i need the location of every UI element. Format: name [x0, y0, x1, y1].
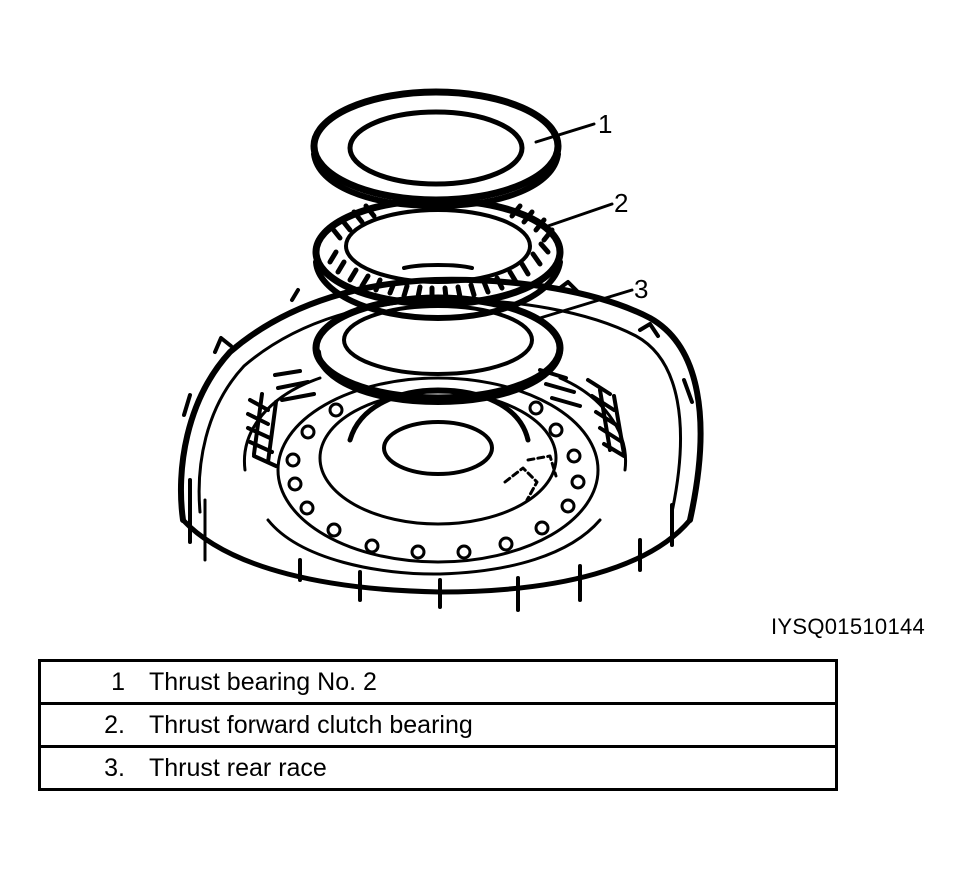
callout-1: 1	[598, 109, 612, 139]
clutch-drum	[178, 276, 704, 612]
legend-row: 2. Thrust forward clutch bearing	[38, 702, 838, 748]
thrust-bearing-no-2	[310, 88, 562, 209]
parts-legend-table: 1 Thrust bearing No. 2 2. Thrust forward…	[38, 659, 838, 791]
leader-lines	[534, 122, 634, 320]
legend-number: 3.	[104, 753, 125, 782]
legend-text: Thrust bearing No. 2	[149, 667, 377, 696]
legend-row: 3. Thrust rear race	[38, 745, 838, 791]
figure-code: IYSQ01510144	[771, 614, 926, 639]
legend-number: 2.	[104, 710, 125, 739]
legend-text: Thrust forward clutch bearing	[149, 710, 473, 739]
callout-3: 3	[634, 274, 648, 304]
legend-number: 1	[111, 667, 125, 696]
thrust-rear-race	[312, 294, 564, 405]
legend-row: 1 Thrust bearing No. 2	[38, 659, 838, 705]
callout-2: 2	[614, 188, 628, 218]
legend-text: Thrust rear race	[149, 753, 327, 782]
exploded-view-diagram: 1 2 3	[178, 88, 704, 612]
